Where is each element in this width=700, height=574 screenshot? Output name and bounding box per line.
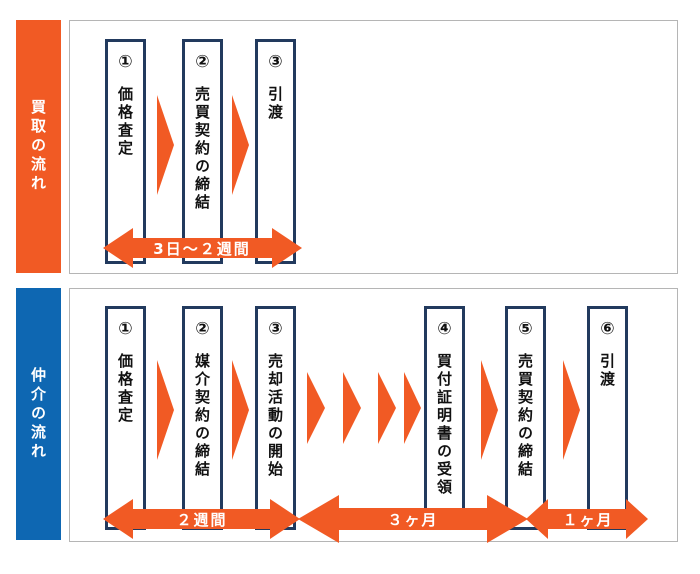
chevron-right-icon	[404, 372, 421, 444]
chevron-right-icon	[343, 372, 361, 444]
step-label: 媒介契約の締結	[193, 353, 211, 479]
step-number: ①	[118, 319, 133, 339]
step-number: ①	[118, 52, 133, 72]
chevron-right-icon	[157, 95, 174, 195]
mediation-step-5: ⑤ 売買契約の締結	[505, 306, 546, 530]
mediation-duration-text-1: ２週間	[176, 511, 227, 529]
step-label: 売買契約の締結	[193, 86, 211, 212]
buy-duration-text: 3日〜２週間	[153, 240, 250, 258]
step-number: ④	[437, 319, 452, 339]
step-number: ③	[268, 319, 283, 339]
chevron-right-icon	[307, 372, 325, 444]
buy-step-2: ② 売買契約の締結	[182, 39, 223, 264]
mediation-step-4: ④ 買付証明書の受領	[424, 306, 465, 530]
buy-step-3: ③ 引渡	[255, 39, 296, 264]
buy-flow-label: 買取の流れ	[16, 20, 61, 273]
step-label: 価格査定	[116, 353, 134, 425]
step-label: 引渡	[266, 86, 284, 122]
step-number: ⑤	[518, 319, 533, 339]
step-label: 売買契約の締結	[516, 353, 534, 479]
chevron-right-icon	[378, 372, 396, 444]
chevron-right-icon	[157, 360, 174, 460]
mediation-flow-label: 仲介の流れ	[16, 288, 61, 540]
buy-duration-arrow	[103, 228, 302, 268]
chevron-right-icon	[232, 95, 249, 195]
step-number: ⑥	[600, 319, 615, 339]
chevron-right-icon	[563, 360, 580, 460]
mediation-step-2: ② 媒介契約の締結	[182, 306, 223, 530]
step-number: ②	[195, 52, 210, 72]
step-label: 買付証明書の受領	[435, 353, 453, 497]
mediation-step-6: ⑥ 引渡	[587, 306, 628, 530]
chevron-right-icon	[232, 360, 249, 460]
mediation-duration-arrow-1	[103, 499, 300, 539]
mediation-duration-arrow-2	[298, 495, 528, 543]
mediation-duration-text-3: １ヶ月	[562, 511, 613, 529]
chevron-right-icon	[481, 360, 498, 460]
step-number: ②	[195, 319, 210, 339]
step-label: 売却活動の開始	[266, 353, 284, 479]
step-label: 価格査定	[116, 86, 134, 158]
step-label: 引渡	[598, 353, 616, 389]
step-number: ③	[268, 52, 283, 72]
mediation-duration-arrow-3	[526, 499, 648, 539]
mediation-duration-text-2: ３ヶ月	[387, 511, 438, 529]
